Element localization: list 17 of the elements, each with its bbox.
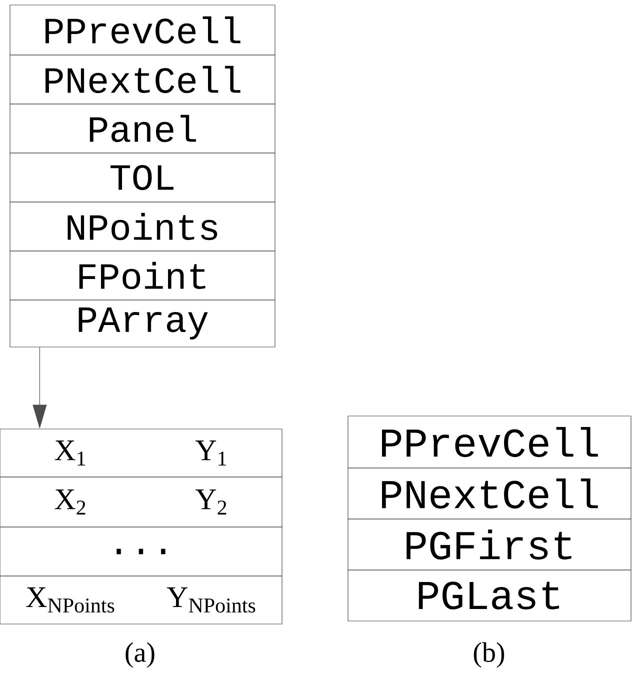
table-cell: PNextCell	[348, 468, 632, 520]
panel-label: (b)	[474, 642, 504, 668]
table-cell: NPoints	[10, 202, 276, 252]
table-cell: PGLast	[348, 570, 632, 622]
table-cell: PPrevCell	[348, 416, 632, 468]
table-cell: PArray	[10, 300, 276, 348]
table-cell: FPoint	[10, 250, 276, 300]
table-cell: PNextCell	[10, 54, 276, 104]
table-cell: ...	[0, 526, 282, 576]
panel-label: (a)	[126, 642, 154, 668]
table-cell: PGFirst	[348, 518, 632, 570]
table-cell: X$_{NPoints}$ Y$_{NPoints}$	[0, 576, 282, 624]
table-cell: PPrevCell	[10, 4, 276, 56]
table-cell: X$_{2}$ Y$_{2}$	[0, 476, 282, 528]
table-cell: Panel	[10, 104, 276, 154]
table-cell: TOL	[10, 152, 276, 202]
table-cell: X$_{1}$ Y$_{1}$	[0, 428, 282, 478]
